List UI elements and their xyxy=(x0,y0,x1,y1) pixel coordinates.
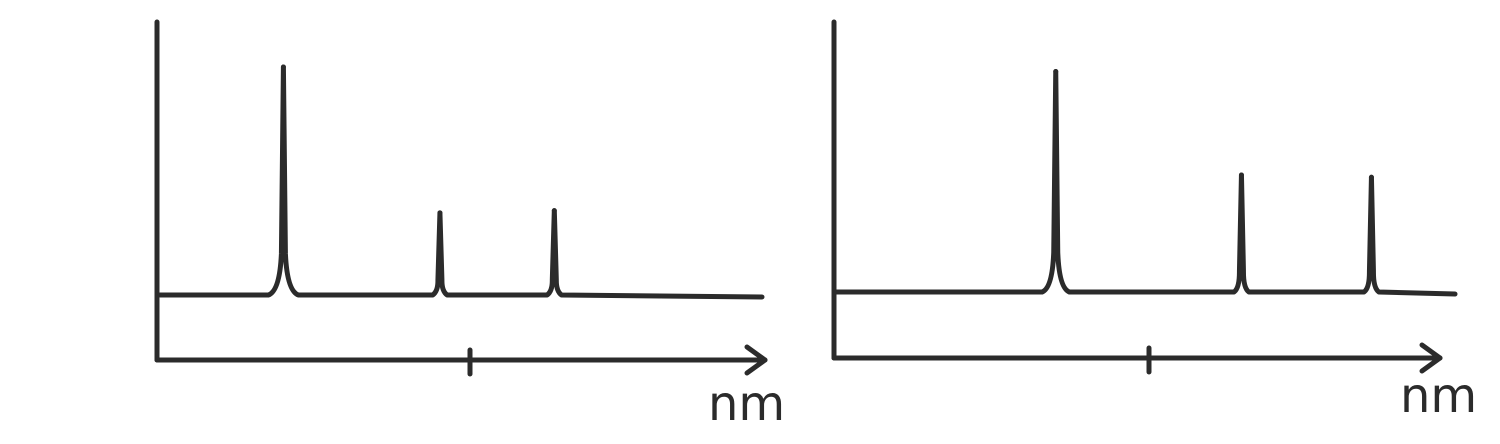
peak-point-1 xyxy=(1238,172,1244,178)
chart-panel-left: nm xyxy=(154,19,785,432)
peak-point-2 xyxy=(551,208,557,214)
peak-point-0 xyxy=(280,64,286,70)
x-axis-label: nm xyxy=(708,376,785,432)
x-axis-label: nm xyxy=(1400,368,1477,424)
spectrum-line xyxy=(833,69,1458,297)
chart-panel-right: nm xyxy=(831,19,1477,424)
peak-point-0 xyxy=(1053,69,1059,74)
x-axis-arrow-icon xyxy=(1419,342,1443,374)
peak-point-2 xyxy=(1368,174,1374,180)
peak-point-1 xyxy=(437,210,443,216)
x-axis-arrow-icon xyxy=(744,344,768,376)
spectrum-line xyxy=(157,64,765,300)
